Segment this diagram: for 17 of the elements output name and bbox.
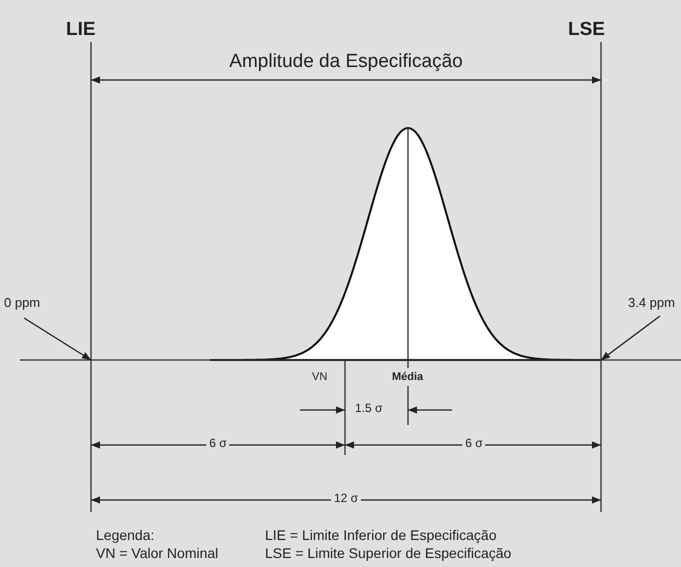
leader-arrow xyxy=(600,315,660,361)
dimension-label: 6 σ xyxy=(462,437,486,450)
dimension-label: Amplitude da Especificação xyxy=(229,52,463,73)
dimension-label: 12 σ xyxy=(330,492,362,506)
legend-text: VN = Valor Nominal xyxy=(96,546,218,562)
axis-label: VN xyxy=(312,371,328,384)
legend-text: LIE = Limite Inferior de Especificação xyxy=(265,528,497,544)
legend-heading: Legenda: xyxy=(96,528,154,544)
legend-text: LSE = Limite Superior de Especificação xyxy=(265,546,512,562)
axis-label: Média xyxy=(392,371,424,384)
limit-label: LIE xyxy=(66,20,96,41)
value-label: 0 ppm xyxy=(4,296,40,310)
value-label: 3.4 ppm xyxy=(628,296,675,310)
dimension-label: 6 σ xyxy=(206,437,230,450)
limit-label: LSE xyxy=(568,20,605,41)
dimension-label: 1.5 σ xyxy=(355,402,382,416)
leader-arrow xyxy=(24,317,92,361)
